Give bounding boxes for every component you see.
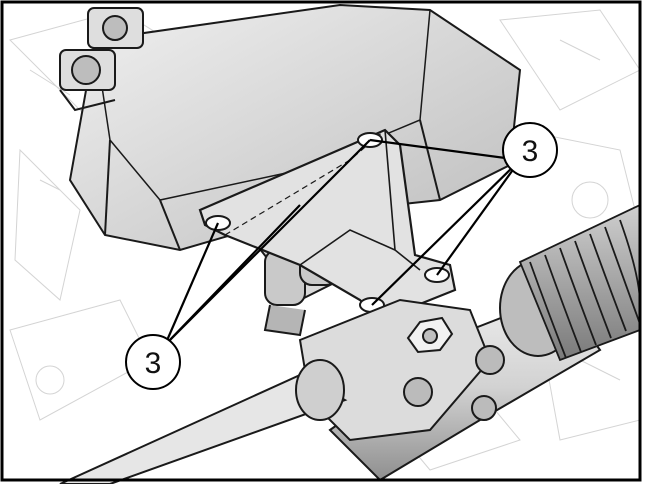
electrical-connector — [59, 7, 144, 112]
pinion-housing — [298, 298, 505, 442]
gearbox-housing — [68, 3, 522, 252]
callout-label: 3 — [522, 135, 539, 168]
callout-label: 3 — [145, 347, 162, 380]
callout-upper-right: 3 — [502, 122, 558, 178]
leader-lines — [163, 138, 521, 346]
tie-rod — [59, 359, 348, 484]
callout-lower-left: 3 — [125, 334, 181, 390]
